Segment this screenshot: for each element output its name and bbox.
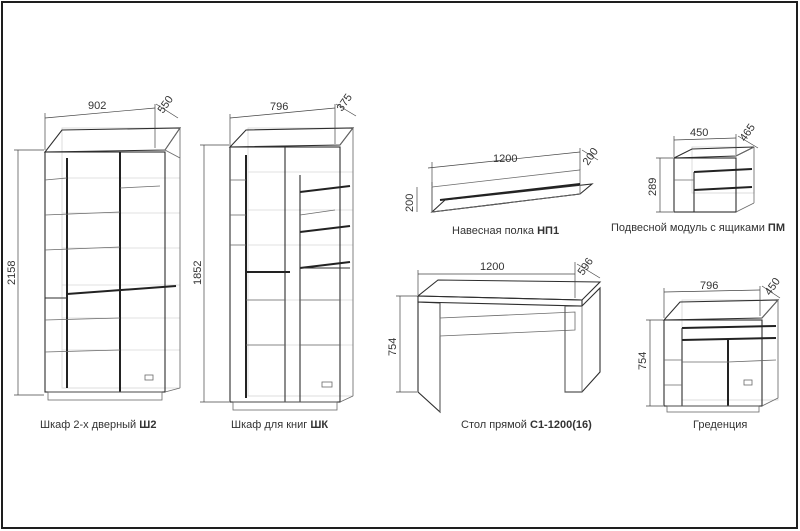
drawer-module-pm-drawing: 450 465 289 Подвесной модуль с ящиками П…: [611, 122, 785, 234]
wardrobe-sh2-caption: Шкаф 2-х дверный Ш2: [40, 419, 156, 431]
bookcase-shk-height: 1852: [192, 261, 204, 285]
sideboard-width: 796: [700, 280, 718, 292]
wall-shelf-height: 200: [404, 194, 416, 212]
desk-depth: 596: [576, 256, 596, 278]
bookcase-shk-drawing: 796 375 1852 Шкаф для книг ШК: [192, 92, 357, 431]
desk-width: 1200: [480, 261, 504, 273]
drawer-module-width: 450: [690, 127, 708, 139]
wall-shelf-width: 1200: [493, 153, 517, 165]
sideboard-drawing: 796 450 754 Греденция: [637, 276, 783, 431]
bookcase-shk-depth: 375: [335, 92, 355, 114]
wardrobe-sh2-drawing: 902 550 2158 Шкаф 2-х дверный Ш2: [6, 94, 182, 431]
wall-shelf-np1-drawing: 1200 200 200 Навесная полка НП1: [404, 146, 601, 237]
drawer-module-height: 289: [647, 178, 659, 196]
desk-caption: Стол прямой С1-1200(16): [461, 419, 592, 431]
drawer-module-depth: 465: [738, 122, 758, 144]
sideboard-height: 754: [637, 352, 649, 370]
sideboard-caption: Греденция: [693, 419, 747, 431]
desk-height: 754: [387, 338, 399, 356]
bookcase-shk-caption: Шкаф для книг ШК: [231, 419, 328, 431]
wall-shelf-depth: 200: [581, 146, 601, 168]
wardrobe-sh2-height: 2158: [6, 261, 18, 285]
desk-s1-drawing: 1200 596 754 Стол прямой С1-1200(16): [387, 256, 602, 431]
wardrobe-sh2-width: 902: [88, 100, 106, 112]
wall-shelf-caption: Навесная полка НП1: [452, 225, 559, 237]
wardrobe-sh2-depth: 550: [156, 94, 176, 116]
bookcase-shk-width: 796: [270, 101, 288, 113]
drawer-module-caption: Подвесной модуль с ящиками ПМ: [611, 222, 785, 234]
sideboard-depth: 450: [763, 276, 783, 298]
